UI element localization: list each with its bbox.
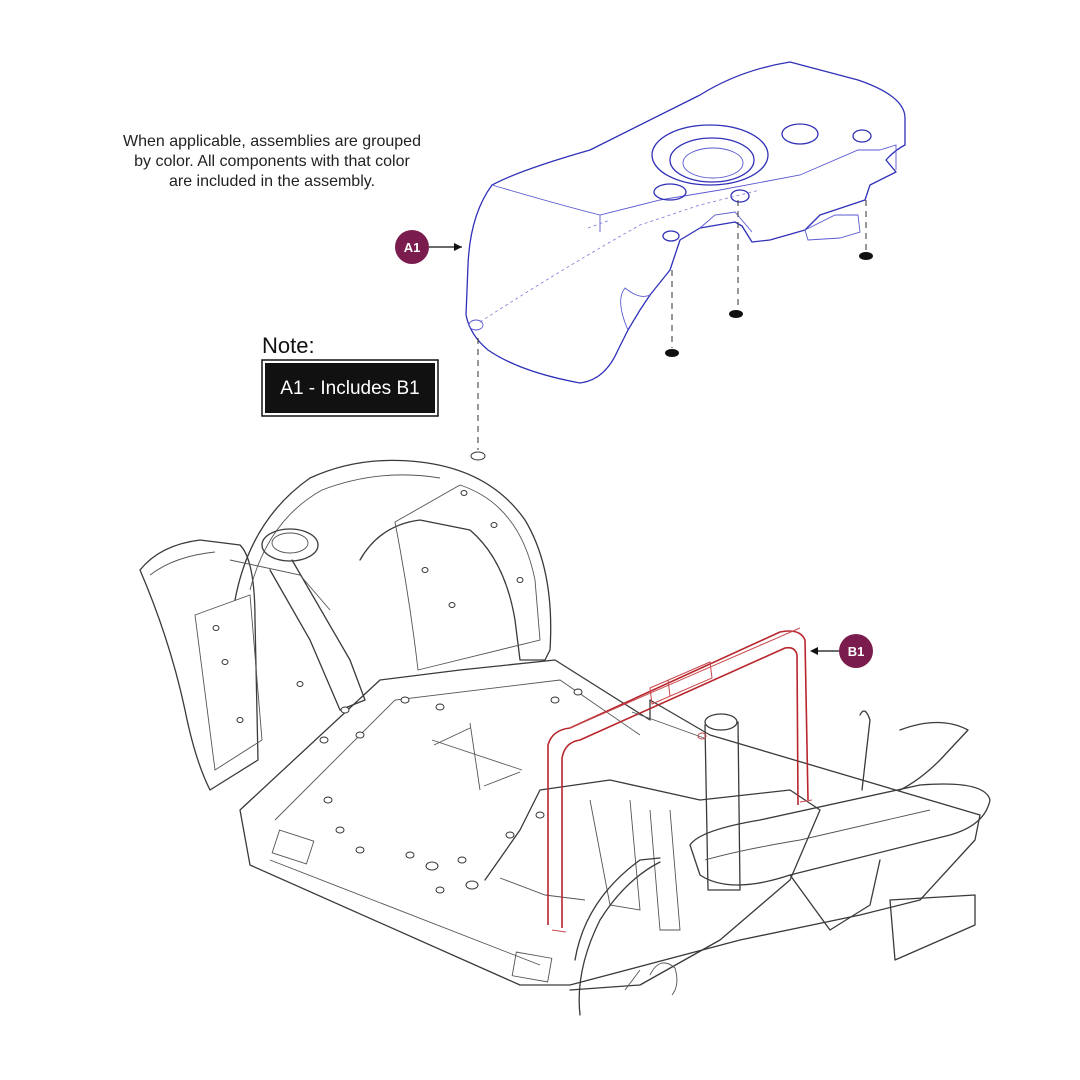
mounting-hardware <box>470 200 873 461</box>
callout-a1-label: A1 <box>404 240 421 255</box>
deck-holes <box>319 688 583 894</box>
note-text: A1 - Includes B1 <box>280 378 419 399</box>
caption-line-1: When applicable, assemblies are grouped <box>123 133 421 150</box>
callout-a1: A1 <box>395 230 462 264</box>
note-block: Note: A1 - Includes B1 <box>261 333 439 417</box>
caption-line-2: by color. All components with that color <box>134 153 410 170</box>
assembly-color-caption: When applicable, assemblies are grouped … <box>123 133 421 190</box>
note-title: Note: <box>262 333 315 358</box>
callout-b1-label: B1 <box>848 644 865 659</box>
bracket-assembly-b1 <box>547 627 813 933</box>
note-box <box>265 363 435 413</box>
shroud-assembly-a1 <box>465 61 906 384</box>
washer-4 <box>859 252 873 260</box>
callout-b1: B1 <box>810 634 873 668</box>
scooter-base-frame <box>139 459 991 1016</box>
caption-line-3: are included in the assembly. <box>169 173 375 190</box>
callout-b1-badge <box>839 634 873 668</box>
washer-3 <box>729 310 743 318</box>
washer-2 <box>665 349 679 357</box>
callout-a1-badge <box>395 230 429 264</box>
fender-holes <box>212 490 524 723</box>
washer-1 <box>470 451 486 461</box>
